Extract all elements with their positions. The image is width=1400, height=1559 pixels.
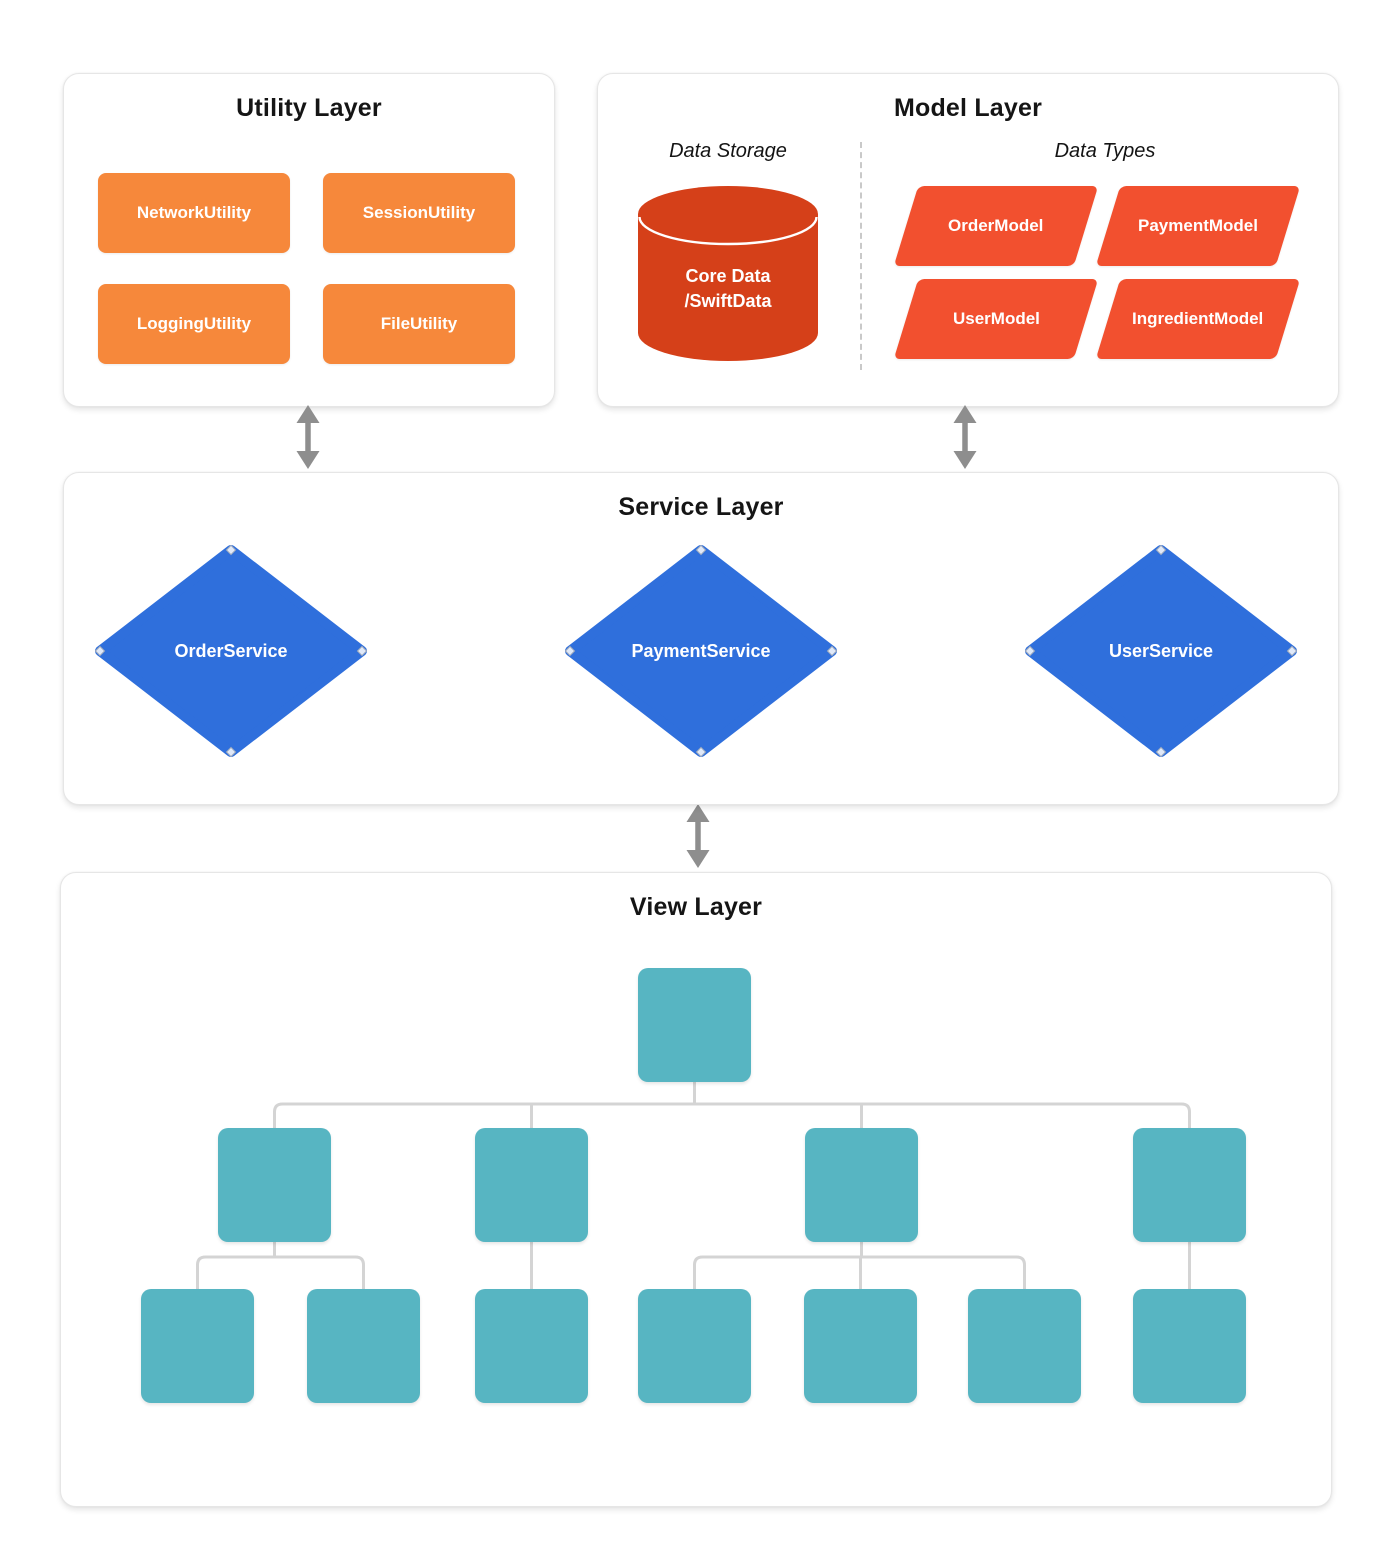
service-node-user: UserService	[1021, 541, 1301, 761]
model-layer-panel: Model Layer Data Storage Data Types Core…	[597, 73, 1339, 407]
section-divider	[860, 142, 862, 370]
service-node-user-label: UserService	[1108, 640, 1214, 661]
data-types-heading: Data Types	[1054, 140, 1156, 162]
view-node-l3-3	[475, 1289, 588, 1403]
model-node-user: UserModel	[893, 279, 1099, 359]
view-layer-title: View Layer	[629, 893, 763, 921]
view-node-l2-1	[218, 1128, 331, 1242]
double-arrow-icon-service-view	[686, 804, 710, 868]
model-node-user-label: UserModel	[952, 309, 1040, 328]
database-icon	[638, 186, 818, 361]
service-node-order-label: OrderService	[174, 640, 288, 661]
service-layer-title: Service Layer	[618, 493, 784, 521]
core-data-cylinder: Core Data /SwiftData	[638, 186, 818, 361]
core-data-line2: /SwiftData	[684, 291, 772, 311]
view-node-l2-4	[1133, 1128, 1246, 1242]
utility-layer-title: Utility Layer	[236, 94, 382, 122]
view-node-l3-4	[638, 1289, 751, 1403]
double-arrow-icon-utility-service	[296, 405, 320, 469]
diamond-shape-icon	[564, 544, 838, 758]
model-node-order-label: OrderModel	[948, 216, 1044, 235]
model-node-payment: PaymentModel	[1095, 186, 1301, 266]
view-node-l2-3	[805, 1128, 918, 1242]
model-node-payment-label: PaymentModel	[1138, 216, 1258, 235]
service-node-payment-label: PaymentService	[631, 640, 771, 661]
view-node-l2-2	[475, 1128, 588, 1242]
view-node-l3-2	[307, 1289, 420, 1403]
view-node-l3-5	[804, 1289, 917, 1403]
diamond-shape-icon	[1024, 544, 1298, 758]
view-node-l3-7	[1133, 1289, 1246, 1403]
tree-connectors	[196, 1082, 1191, 1289]
model-node-ingredient-label: IngredientModel	[1132, 309, 1264, 328]
double-arrow-icon-model-service	[953, 405, 977, 469]
service-node-order: OrderService	[91, 541, 371, 761]
model-node-order: OrderModel	[893, 186, 1099, 266]
utility-node-session: SessionUtility	[323, 173, 515, 253]
view-node-l3-1	[141, 1289, 254, 1403]
service-layer-panel: Service Layer OrderService PaymentServic…	[63, 472, 1339, 805]
model-layer-title: Model Layer	[893, 94, 1043, 122]
core-data-line1: Core Data	[685, 266, 771, 286]
utility-node-file: FileUtility	[323, 284, 515, 364]
utility-layer-panel: Utility Layer NetworkUtility SessionUtil…	[63, 73, 555, 407]
view-node-l3-6	[968, 1289, 1081, 1403]
view-layer-panel: View Layer	[60, 872, 1332, 1507]
diamond-shape-icon	[94, 544, 368, 758]
data-storage-heading: Data Storage	[669, 140, 787, 162]
view-node-root	[638, 968, 751, 1082]
service-node-payment: PaymentService	[561, 541, 841, 761]
utility-node-logging: LoggingUtility	[98, 284, 290, 364]
utility-node-network: NetworkUtility	[98, 173, 290, 253]
model-node-ingredient: IngredientModel	[1095, 279, 1301, 359]
core-data-label: Core Data /SwiftData	[638, 264, 818, 314]
